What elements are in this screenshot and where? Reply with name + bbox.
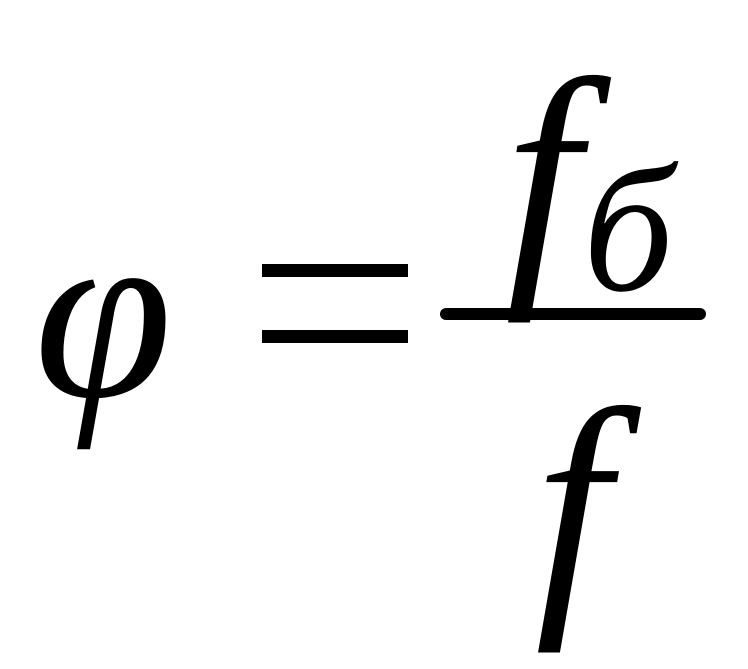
fraction-numerator: f — [505, 25, 581, 324]
fraction-bar — [440, 308, 706, 320]
numerator-subscript: б — [583, 130, 674, 329]
equals-bar-bottom — [262, 330, 408, 343]
equals-bar-top — [262, 264, 408, 277]
fraction-denominator: f — [535, 355, 611, 654]
equals-sign: = — [262, 262, 408, 344]
formula-lhs-phi: φ — [34, 174, 173, 451]
